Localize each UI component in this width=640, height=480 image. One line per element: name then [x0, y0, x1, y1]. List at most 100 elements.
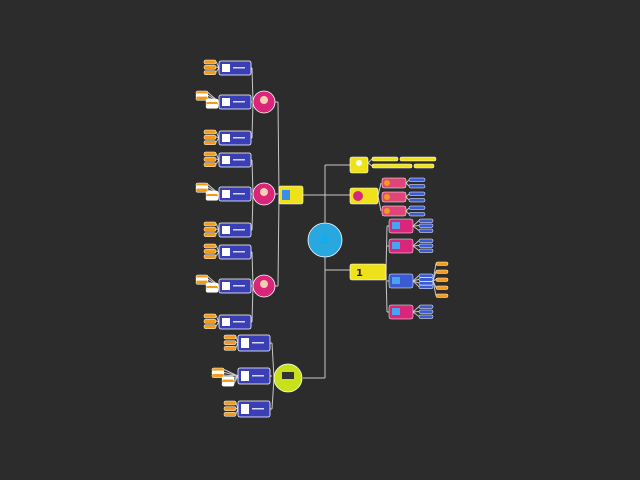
label-chip — [203, 59, 217, 65]
document-icon — [222, 248, 230, 256]
label-chip — [408, 177, 426, 182]
label-chip — [203, 249, 217, 254]
label-chip — [418, 285, 434, 289]
person-icon — [260, 280, 268, 288]
connector-line — [251, 251, 254, 287]
label-chip — [408, 191, 426, 196]
connector-line — [412, 311, 420, 317]
label-chip — [203, 157, 217, 162]
connector-line — [377, 195, 382, 212]
connector-line — [367, 162, 373, 167]
connector-line — [233, 375, 239, 384]
globe-people-icon: 🌐 — [320, 234, 330, 244]
label-chip — [435, 285, 449, 290]
person-icon — [260, 96, 268, 104]
label-chip — [205, 288, 219, 293]
text-line — [233, 321, 245, 323]
connector-line — [432, 280, 437, 296]
text-line — [233, 251, 245, 253]
label-chip — [408, 198, 426, 203]
label-chip — [203, 151, 217, 157]
label-chip — [418, 248, 434, 253]
label-chip — [418, 314, 434, 319]
document-icon — [222, 98, 230, 106]
label-chip — [223, 340, 237, 345]
document-icon — [222, 226, 230, 234]
note-chip — [371, 163, 413, 169]
label-chip — [203, 129, 217, 135]
connector-line — [405, 182, 410, 187]
connector-line — [215, 250, 220, 253]
document-icon — [222, 156, 230, 164]
connector-line — [412, 278, 420, 282]
text-line — [252, 408, 264, 410]
label-chip — [418, 238, 434, 243]
bullet-icon — [384, 194, 390, 200]
connector-line — [215, 223, 220, 231]
connector-line — [215, 229, 220, 235]
connector-line — [215, 251, 220, 257]
connector-line — [412, 225, 420, 231]
connector-line — [215, 158, 220, 161]
root-node — [307, 222, 343, 258]
device-icon — [392, 308, 400, 315]
connector-line — [277, 194, 280, 287]
label-chip — [221, 381, 235, 387]
connector-line — [412, 275, 420, 282]
connector-line — [405, 210, 410, 215]
connector-line — [377, 182, 382, 197]
text-line — [233, 67, 245, 69]
text-line — [252, 342, 264, 344]
connector-line — [215, 66, 220, 69]
note-chip — [413, 163, 435, 169]
label-chip — [195, 280, 209, 285]
connector-line — [271, 342, 275, 379]
label-chip — [418, 218, 434, 223]
document-icon — [241, 338, 249, 348]
label-chip — [203, 313, 217, 319]
label-chip — [223, 400, 237, 406]
label-chip — [203, 65, 217, 70]
document-icon — [222, 282, 230, 290]
lightbulb-icon — [356, 160, 362, 166]
text-line — [233, 137, 245, 139]
connector-line — [412, 225, 420, 227]
label-chip — [418, 243, 434, 248]
label-chip — [203, 319, 217, 324]
connector-line — [405, 193, 410, 198]
connector-line — [215, 67, 220, 73]
label-chip — [223, 406, 237, 411]
document-icon — [222, 64, 230, 72]
number-one-icon: 1 — [356, 268, 363, 279]
label-chip — [205, 104, 219, 109]
connector-line — [412, 240, 420, 247]
label-chip — [203, 324, 217, 329]
connector-line — [277, 101, 280, 196]
connector-line — [432, 271, 437, 282]
connector-line — [412, 306, 420, 313]
connector-line — [251, 193, 254, 231]
connector-line — [215, 131, 220, 139]
connector-line — [215, 137, 220, 143]
connector-line — [251, 67, 254, 103]
device-icon — [392, 242, 400, 249]
label-chip — [418, 309, 434, 314]
connector-line — [412, 311, 420, 313]
label-chip — [435, 269, 449, 274]
label-chip — [195, 188, 209, 193]
connector-line — [367, 158, 373, 164]
label-chip — [408, 212, 426, 217]
connector-line — [405, 207, 410, 212]
label-chip — [195, 96, 209, 101]
label-chip — [223, 346, 237, 351]
text-line — [233, 229, 245, 231]
connector-line — [412, 220, 420, 227]
connector-line — [385, 225, 388, 273]
connector-line — [223, 374, 239, 377]
bullet-icon — [384, 208, 390, 214]
branch-node-right-low — [349, 263, 387, 281]
label-chip — [203, 140, 217, 145]
connector-line — [215, 136, 220, 139]
label-chip — [203, 232, 217, 237]
